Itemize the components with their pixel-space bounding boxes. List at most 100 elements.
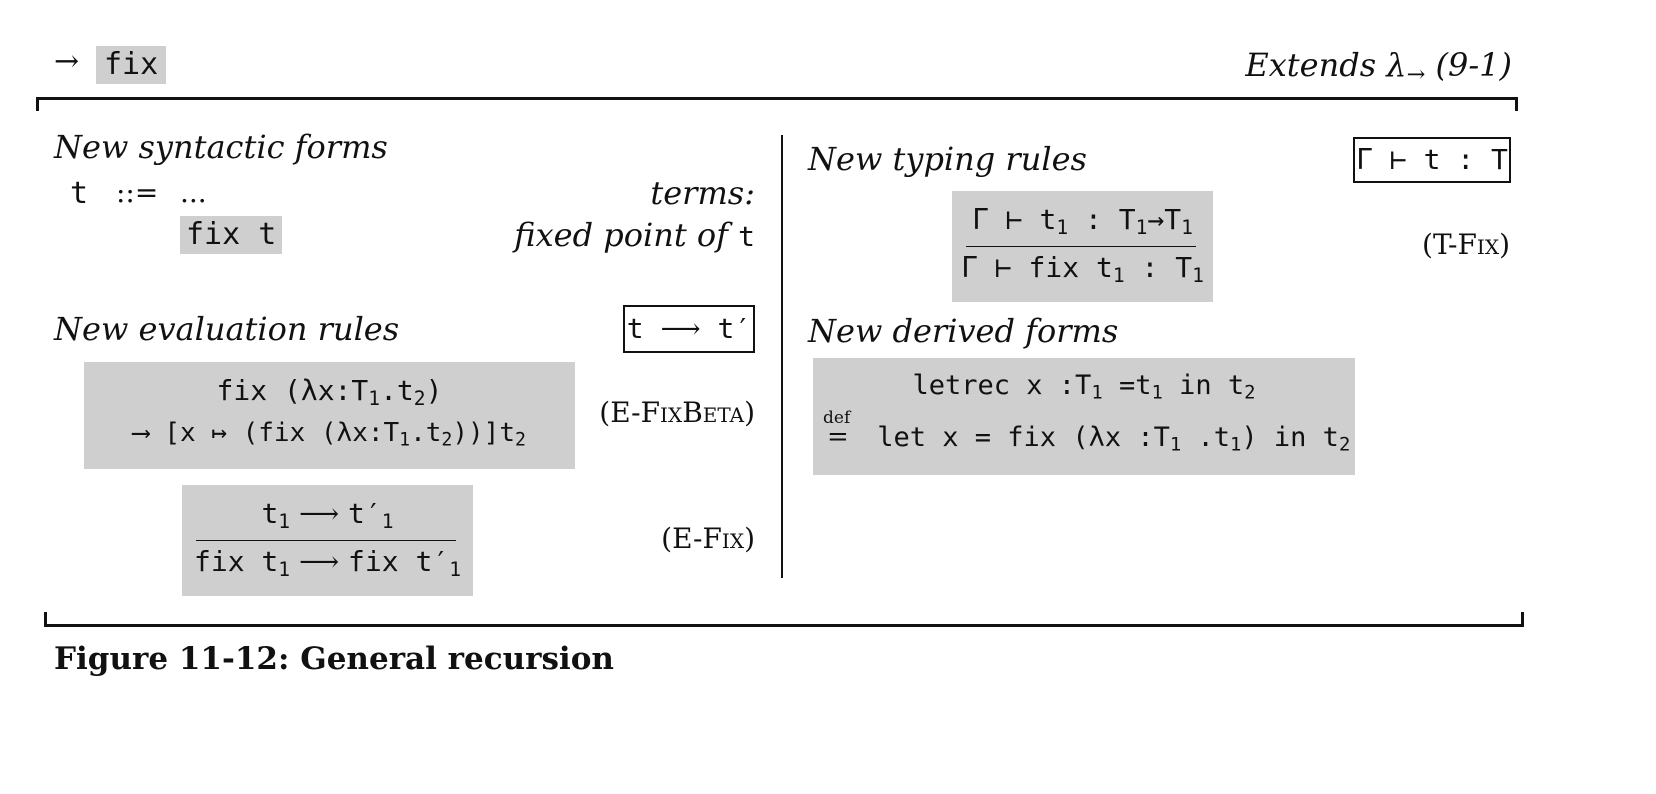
efix-concl-sub1: 1: [278, 557, 291, 581]
efix-prem-arrow: ⟶: [290, 497, 349, 530]
fixbeta-l1-sub1: 1: [368, 386, 381, 410]
eval-judgment-t: t: [626, 312, 644, 345]
efix-premise: t1 ⟶ t′1: [182, 497, 473, 533]
fixbeta-l2-b: .t: [410, 418, 442, 448]
tfix-name-b: Fix: [1457, 228, 1500, 261]
fixbeta-line2: ⟶ [x ↦ (fix (λx:T1.t2))]t2: [84, 418, 575, 451]
tfix-prem-sub2: 1: [1135, 215, 1148, 239]
derived-l1-sub1: 1: [1091, 381, 1103, 404]
tfix-prem-sub3: 1: [1181, 215, 1193, 239]
derived-letrec: letrec x :T1 =t1 in t2 def = let x = fix…: [813, 358, 1355, 475]
derived-l1-b: =t: [1102, 370, 1152, 401]
derived-line2: def = let x = fix (λx :T1 .t1) in t2: [823, 408, 1351, 456]
rule-e-fixbeta: fix (λx:T1.t2) ⟶ [x ↦ (fix (λx:T1.t2))]t…: [84, 362, 575, 469]
fix-keyword: fix: [186, 217, 241, 252]
eval-judgment-arrow: ⟶: [660, 312, 701, 345]
efix-conclusion: fix t1 ⟶ fix t′1: [182, 545, 473, 581]
derived-l1-sub3: 2: [1244, 381, 1256, 404]
fixbeta-name-c: ): [744, 396, 755, 429]
header-feature: fix: [96, 46, 167, 84]
fixbeta-l1-a: fix (λx:T: [216, 374, 369, 407]
efix-concl-a: fix t: [194, 545, 279, 578]
typing-judgment: Γ ⊢ t : T: [1353, 137, 1511, 183]
extends-ref: (9-1): [1435, 46, 1513, 84]
fix-desc-t: t: [738, 220, 755, 253]
tfix-concl-sub1: 1: [1112, 263, 1125, 287]
def-eq: def =: [823, 408, 861, 452]
fixbeta-l1-c: ): [425, 374, 443, 407]
evaluation-title: New evaluation rules: [54, 310, 400, 348]
fixbeta-l2-c: ))]t: [452, 418, 515, 448]
fixbeta-line1: fix (λx:T1.t2): [84, 374, 575, 410]
tfix-prem-c: →T: [1147, 203, 1182, 236]
tfix-concl-b: : T: [1124, 251, 1193, 284]
tfix-conclusion: Γ ⊢ fix t1 : T1: [952, 251, 1213, 287]
typing-title: New typing rules: [808, 140, 1087, 178]
derived-l1-a: letrec x :T: [912, 370, 1092, 401]
efix-name-a: (E-: [661, 522, 703, 555]
column-divider: [781, 135, 783, 578]
rule-e-fix: t1 ⟶ t′1 fix t1 ⟶ fix t′1: [182, 485, 473, 596]
rule-name-e-fix: (E-Fix): [661, 522, 755, 555]
extends-sub: →: [1406, 61, 1426, 88]
tfix-concl-sub2: 1: [1192, 263, 1204, 287]
fixbeta-l2-a: ⟶ [x ↦ (fix (λx:T: [133, 418, 400, 448]
syntax-t: t: [70, 176, 89, 211]
bottom-bracket-line: [44, 624, 1524, 627]
fixbeta-l2-sub2: 2: [441, 429, 453, 451]
def-eq-sign: =: [827, 422, 849, 452]
fixbeta-name-b: FixBeta: [640, 396, 745, 429]
derived-l2-c: ) in t: [1241, 422, 1339, 453]
fix-desc-text: fixed point of: [514, 216, 728, 254]
derived-l2-b: .t: [1181, 422, 1231, 453]
fixbeta-l1-b: .t: [380, 374, 414, 407]
rule-name-t-fix: (T-Fix): [1422, 228, 1510, 261]
rule-name-e-fixbeta: (E-FixBeta): [599, 396, 755, 429]
fixbeta-l2-sub1: 1: [399, 429, 411, 451]
efix-prem-a: t: [261, 497, 279, 530]
tfix-rule-line: [966, 246, 1196, 247]
fixbeta-l2-sub3: 2: [515, 429, 526, 451]
figure-caption: Figure 11-12: General recursion: [54, 641, 614, 677]
derived-l1-c: in t: [1162, 370, 1245, 401]
tfix-prem-a: Γ ⊢ t: [972, 203, 1057, 236]
efix-prem-sub2: 1: [381, 509, 394, 533]
tfix-name-c: ): [1499, 228, 1510, 261]
efix-concl-b: fix t′: [348, 545, 450, 578]
syntax-ellipsis: ...: [180, 176, 207, 209]
tfix-concl-a: Γ ⊢ fix t: [961, 251, 1113, 284]
efix-prem-sub1: 1: [278, 509, 291, 533]
syntax-fix-desc: fixed point of t: [514, 216, 755, 254]
derived-title: New derived forms: [808, 312, 1119, 350]
fixbeta-l1-sub2: 2: [413, 386, 426, 410]
top-bracket-right: [1515, 97, 1518, 111]
eval-judgment-t-prime: t′: [717, 312, 752, 345]
tfix-prem-b: : T: [1068, 203, 1136, 236]
bottom-bracket-left: [44, 612, 47, 627]
tfix-name-a: (T-: [1422, 228, 1458, 261]
bottom-bracket-right: [1521, 612, 1524, 627]
fix-arg: t: [258, 217, 277, 252]
extends-prefix: Extends λ: [1245, 46, 1407, 84]
efix-name-c: ): [744, 522, 755, 555]
syntax-fix-form: fix t: [180, 216, 283, 254]
syntax-title: New syntactic forms: [54, 128, 388, 166]
fixbeta-name-a: (E-: [599, 396, 641, 429]
top-bracket-left: [36, 97, 39, 111]
tfix-premise: Γ ⊢ t1 : T1→T1: [952, 203, 1213, 239]
rule-t-fix: Γ ⊢ t1 : T1→T1 Γ ⊢ fix t1 : T1: [952, 191, 1213, 302]
derived-l2-sub3: 2: [1338, 433, 1351, 456]
derived-l1-sub2: 1: [1151, 381, 1163, 404]
efix-concl-arrow: ⟶: [290, 545, 349, 578]
derived-l2-sub1: 1: [1169, 433, 1182, 456]
syntax-terms-label: terms:: [650, 174, 755, 212]
derived-line1: letrec x :T1 =t1 in t2: [813, 370, 1355, 404]
header-extends: Extends λ→ (9-1): [1245, 46, 1513, 86]
efix-name-b: Fix: [702, 522, 745, 555]
tfix-prem-sub1: 1: [1056, 215, 1069, 239]
header-arrow: →: [54, 44, 80, 79]
derived-l2-sub2: 1: [1230, 433, 1242, 456]
efix-concl-sub2: 1: [449, 557, 461, 581]
efix-prem-b: t′: [348, 497, 382, 530]
def-label: def: [823, 408, 851, 428]
